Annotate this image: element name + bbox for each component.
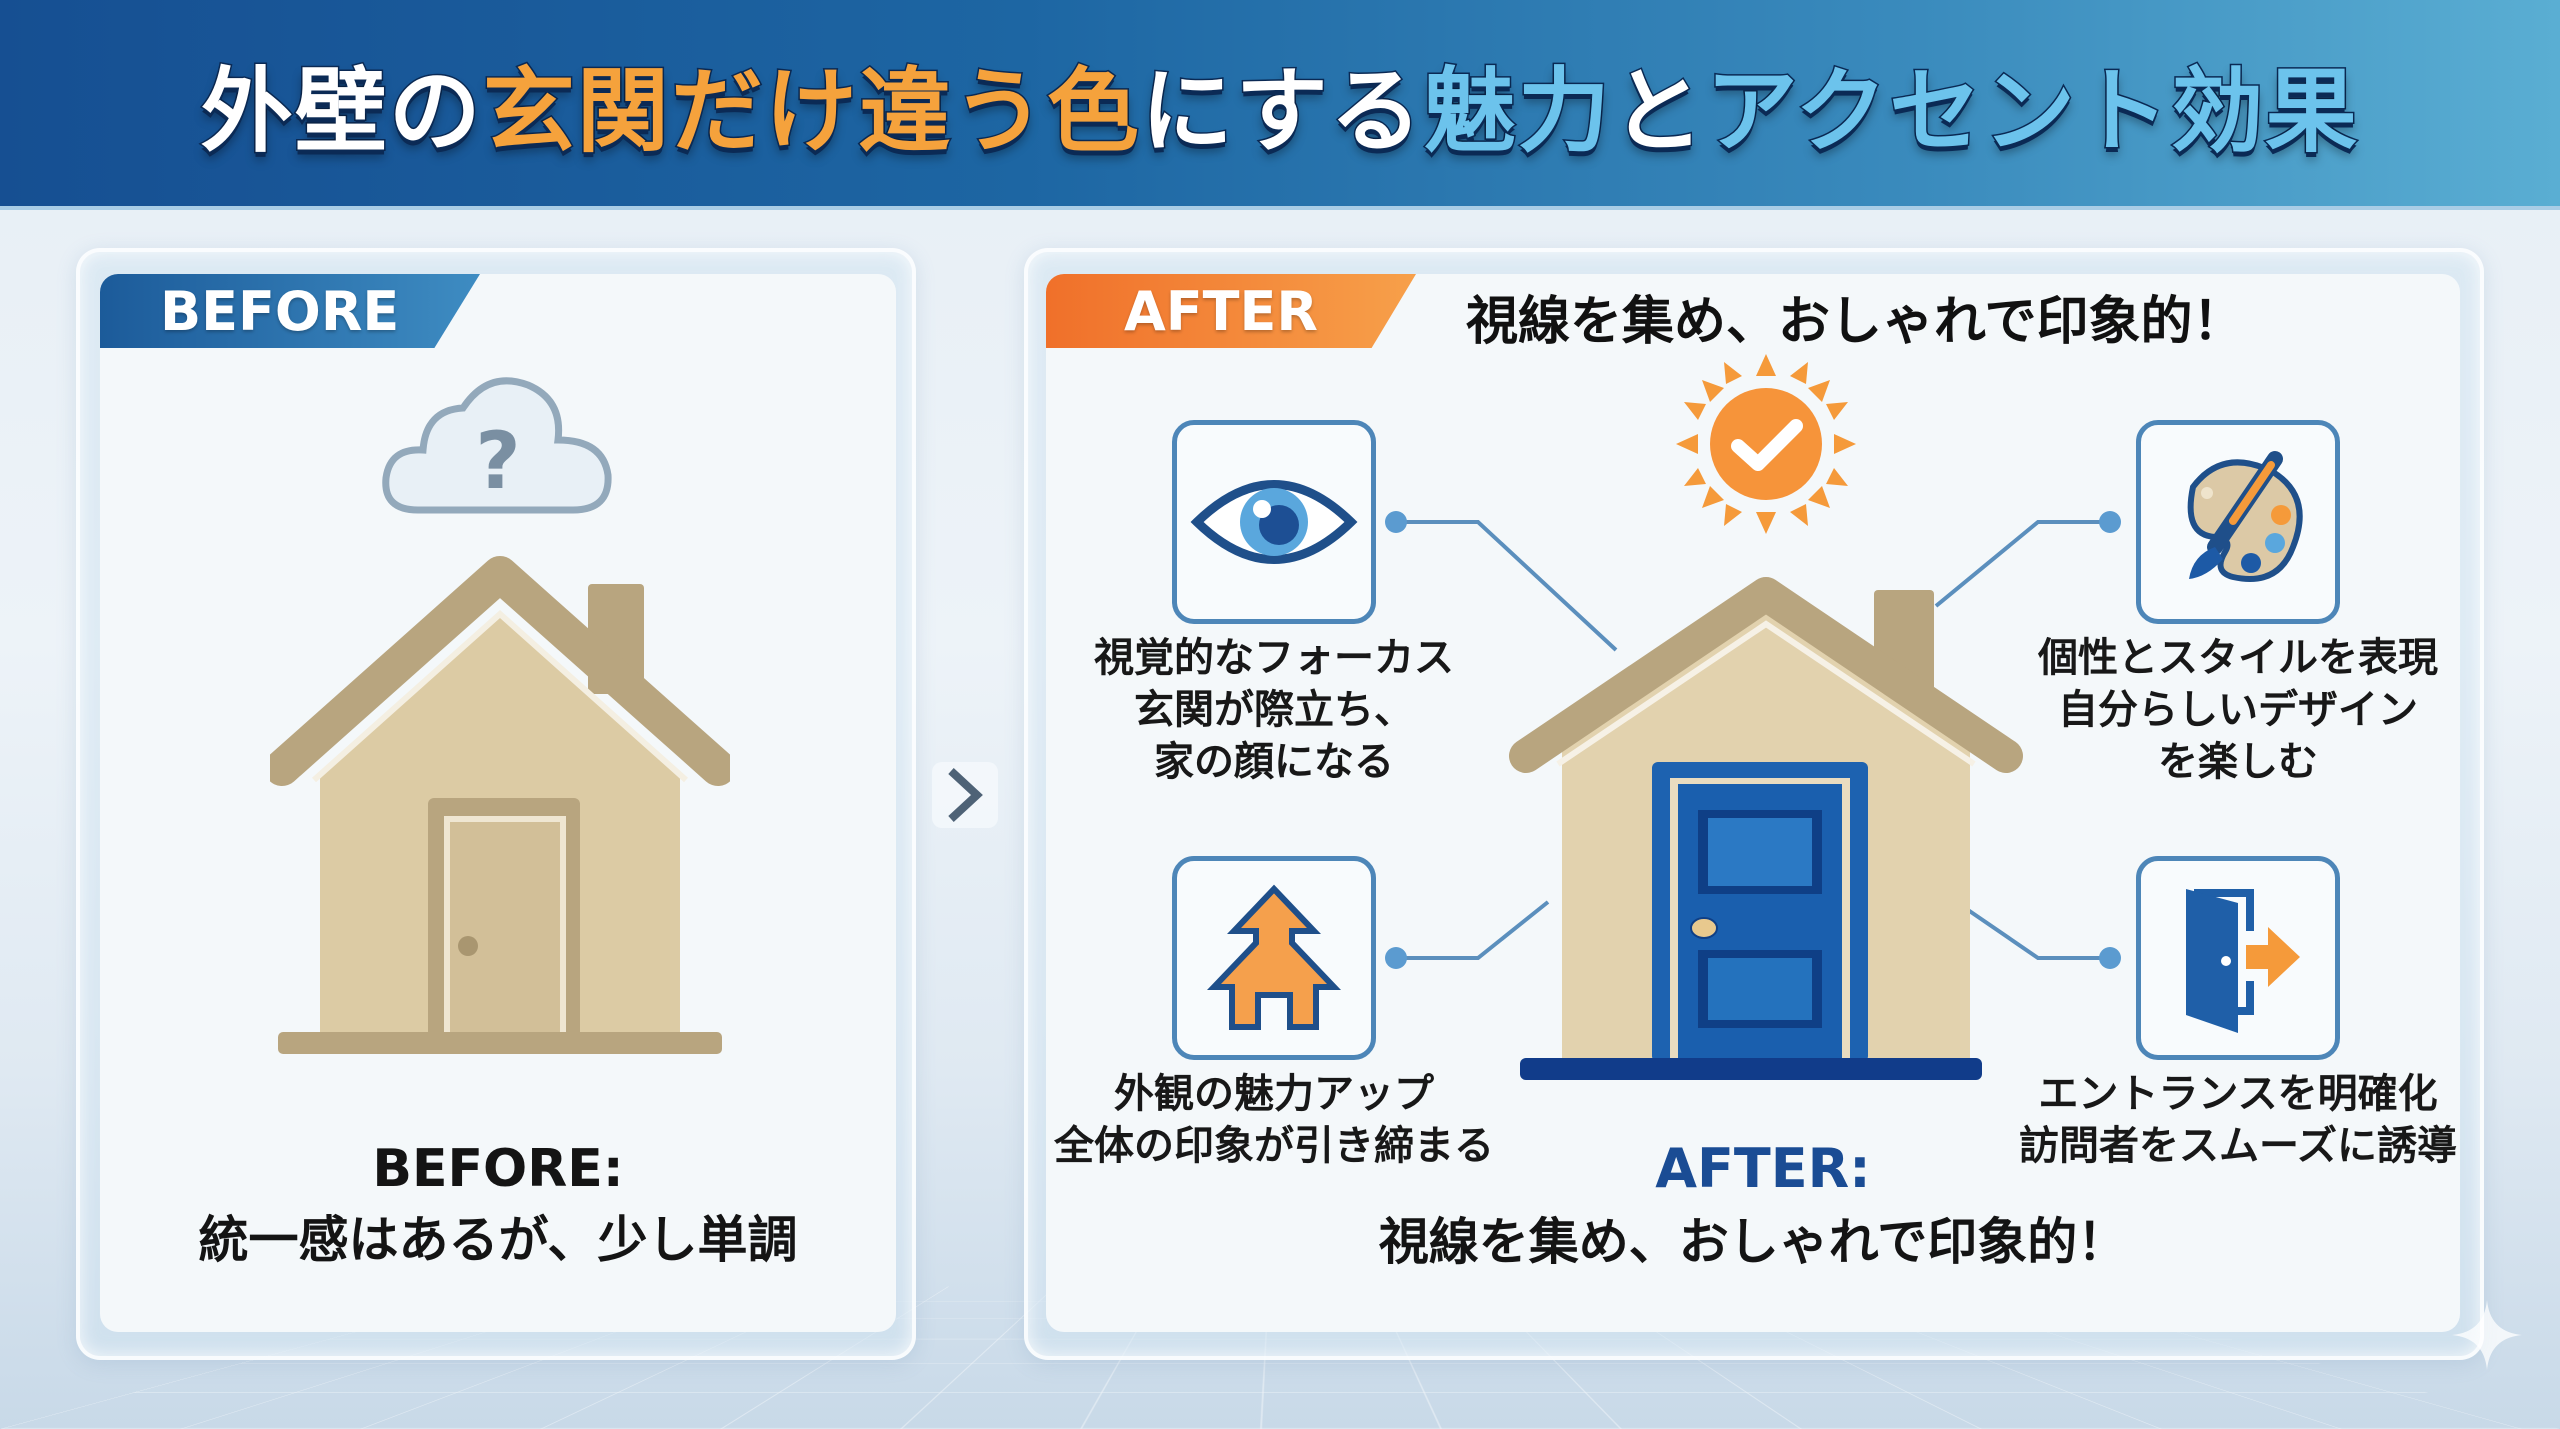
feature-focus-line: 家の顔になる	[1154, 739, 1394, 785]
sparkle-icon	[2452, 1300, 2522, 1370]
sun-check-icon	[1676, 354, 1856, 534]
before-caption: BEFORE: 統一感はあるが、少し単調	[100, 1134, 896, 1276]
chevron-right-icon	[948, 768, 983, 822]
house-before-illustration	[270, 556, 730, 1054]
after-caption-text: 視線を集め、おしゃれで印象的！	[1378, 1213, 2128, 1271]
feature-entrance-line: 訪問者をスムーズに誘導	[2019, 1123, 2457, 1169]
svg-text:?: ?	[475, 417, 520, 507]
cloud-question-icon: ?	[382, 377, 612, 514]
feature-focus-line: 玄関が際立ち、	[1134, 687, 1414, 733]
after-tag: AFTER	[1046, 274, 1416, 348]
before-tag: BEFORE	[100, 274, 480, 348]
feature-appeal-icon-box	[1172, 856, 1376, 1060]
feature-entrance-line: エントランスを明確化	[2038, 1071, 2438, 1117]
feature-focus-label: 視覚的なフォーカス 玄関が際立ち、 家の顔になる	[1054, 632, 1494, 788]
title-part-highlight: アクセント効果	[1704, 56, 2360, 166]
eye-icon	[1190, 480, 1358, 564]
feature-entrance-label: エントランスを明確化 訪問者をスムーズに誘導	[2018, 1068, 2458, 1172]
before-caption-text: 統一感はあるが、少し単調	[198, 1211, 798, 1269]
title-part: と	[1610, 56, 1706, 166]
after-headline: 視線を集め、おしゃれで印象的！	[1466, 291, 2245, 352]
feature-style-line: 自分らしいデザイン	[2058, 687, 2418, 733]
feature-entrance-icon-box	[2136, 856, 2340, 1060]
house-after-illustration	[1509, 577, 2023, 1080]
page-header: 外壁の玄関だけ違う色にする魅力とアクセント効果	[0, 0, 2560, 210]
door-enter-icon	[2186, 889, 2300, 1033]
title-part: 外壁の	[199, 56, 483, 166]
next-arrow	[932, 762, 998, 828]
feature-appeal-label: 外観の魅力アップ 全体の印象が引き締まる	[1054, 1068, 1494, 1172]
feature-appeal-line: 外観の魅力アップ	[1114, 1071, 1434, 1117]
feature-appeal-line: 全体の印象が引き締まる	[1054, 1123, 1494, 1169]
feature-style-line: を楽しむ	[2158, 739, 2318, 785]
title-part: にする	[1139, 56, 1424, 166]
house-up-icon	[1206, 884, 1342, 1030]
after-panel: AFTER 視線を集め、おしゃれで印象的！	[1046, 274, 2460, 1332]
feature-focus-line: 視覚的なフォーカス	[1094, 635, 1454, 681]
feature-style-line: 個性とスタイルを表現	[2038, 635, 2438, 681]
feature-style-label: 個性とスタイルを表現 自分らしいデザイン を楽しむ	[2018, 632, 2458, 788]
feature-style-icon-box	[2136, 420, 2340, 624]
page-title: 外壁の玄関だけ違う色にする魅力とアクセント効果	[199, 37, 2360, 170]
title-part-highlight: 玄関だけ違う色	[481, 56, 1141, 166]
feature-focus-icon-box	[1172, 420, 1376, 624]
before-caption-title: BEFORE:	[372, 1139, 624, 1199]
title-part-highlight: 魅力	[1422, 56, 1612, 166]
palette-brush-icon	[2187, 451, 2303, 582]
before-panel: BEFORE ? BEFORE: 統一感はあるが、少し単調	[100, 274, 896, 1332]
after-caption: AFTER: 視線を集め、おしゃれで印象的！	[1046, 1134, 2460, 1280]
after-caption-title: AFTER:	[1655, 1137, 1871, 1200]
